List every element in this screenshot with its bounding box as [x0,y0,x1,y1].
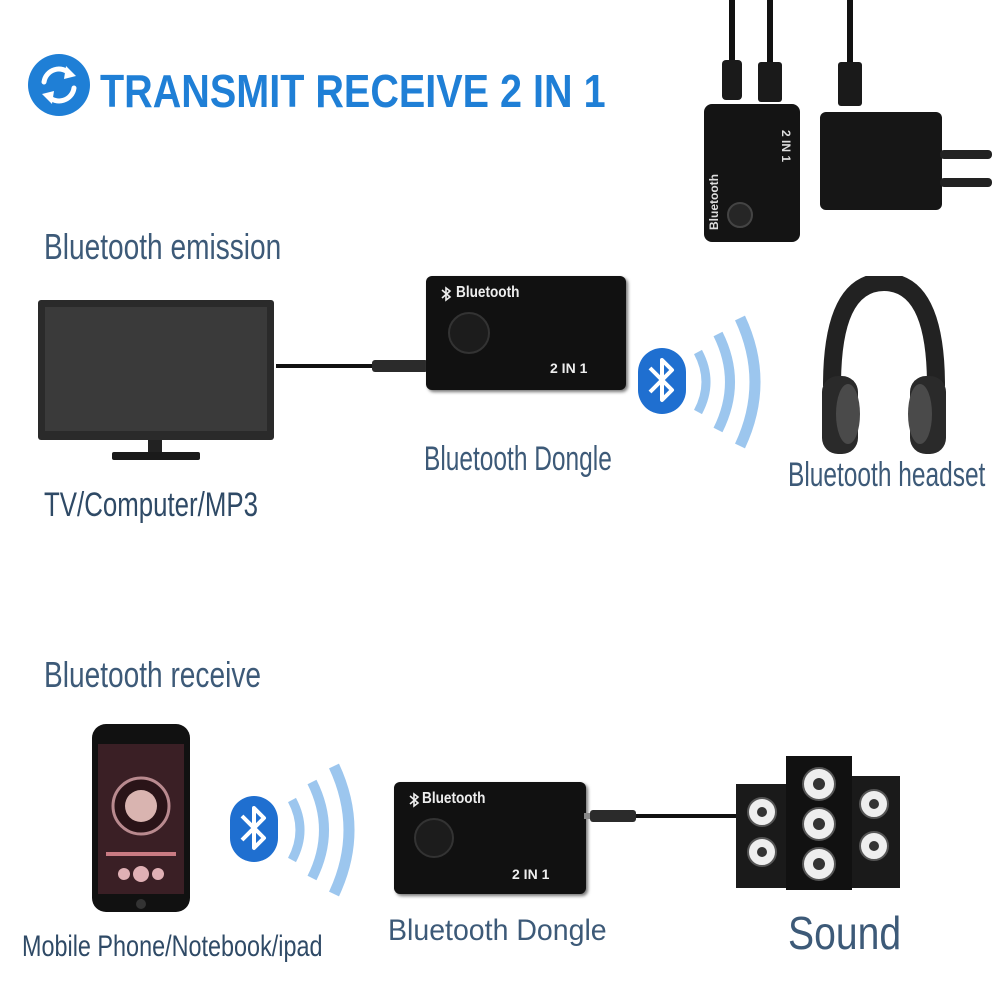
dongle-label: Bluetooth Dongle [424,440,612,478]
target-label: Sound [788,907,902,959]
speakers [736,756,900,890]
dongle-button[interactable] [414,818,454,858]
tv-monitor [38,300,274,460]
bluetooth-dongle: Bluetooth 2 IN 1 [394,782,586,894]
page-title: TRANSMIT RECEIVE 2 IN 1 [100,65,606,117]
product-photo: Bluetooth 2 IN 1 [704,0,992,242]
bluetooth-dongle: Bluetooth 2 IN 1 [426,276,626,390]
dongle-label: Bluetooth Dongle [388,914,607,947]
dongle-model: 2 IN 1 [550,360,588,376]
dongle-brand: Bluetooth [422,790,486,807]
audio-cable [276,360,436,372]
bluetooth-icon [441,286,452,302]
photo-model-text: 2 IN 1 [779,130,793,162]
signal-waves-icon [693,315,761,449]
audio-cable [584,810,744,822]
headphones [822,276,946,454]
source-label: TV/Computer/MP3 [44,486,258,524]
receive-section-label: Bluetooth receive [44,654,261,695]
dongle-model: 2 IN 1 [512,866,550,882]
bluetooth-icon [638,348,686,414]
source-label: Mobile Phone/Notebook/ipad [22,930,323,963]
emission-section-label: Bluetooth emission [44,226,282,267]
signal-waves-icon [287,763,355,897]
sync-icon [28,54,90,116]
bluetooth-icon [230,796,278,862]
bluetooth-icon [409,792,420,808]
photo-brand-text: Bluetooth [707,174,721,230]
target-label: Bluetooth headset [788,456,986,494]
mobile-phone [92,724,190,912]
dongle-brand: Bluetooth [456,284,520,301]
dongle-button[interactable] [448,312,490,354]
